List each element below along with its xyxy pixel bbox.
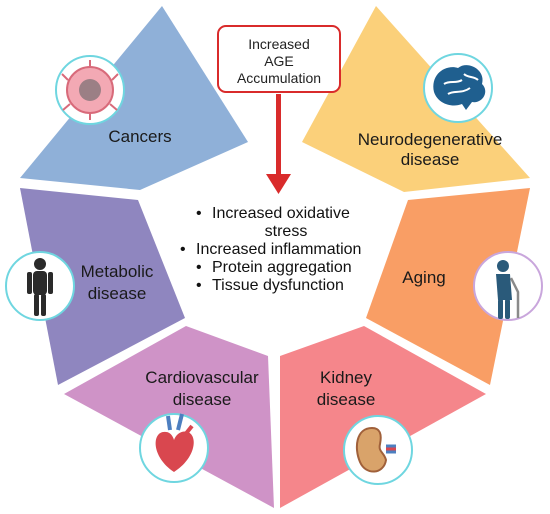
label-kidney-1: Kidney (320, 368, 372, 387)
bullet-dot: • (196, 205, 202, 222)
tumor-icon (55, 55, 125, 125)
bullet-dot: • (196, 259, 202, 276)
label-kidney-2: disease (317, 390, 376, 409)
label-neurodegenerative-1: Neurodegenerative (358, 130, 503, 149)
effect-item: Increased inflammation (196, 241, 361, 258)
heart-icon (139, 413, 209, 483)
age-accumulation-box (217, 25, 341, 93)
segment-cancers (20, 6, 248, 190)
effect-item-continued: stress (265, 223, 308, 240)
bullet-dot: • (196, 277, 202, 294)
brain-icon (423, 53, 493, 123)
effect-item: Protein aggregation (212, 259, 352, 276)
label-cardiovascular-2: disease (173, 390, 232, 409)
effect-item: Increased oxidative (212, 205, 350, 222)
elderly-person-icon (473, 251, 543, 321)
label-metabolic-2: disease (88, 284, 147, 303)
box-line-1: Increased (248, 36, 309, 52)
label-aging: Aging (402, 268, 445, 287)
label-cancers: Cancers (108, 127, 171, 146)
segment-neurodegenerative (302, 6, 530, 192)
segment-aging (366, 188, 530, 385)
label-metabolic-1: Metabolic (81, 262, 154, 281)
label-neurodegenerative-2: disease (401, 150, 460, 169)
kidney-icon (343, 415, 413, 485)
human-body-icon (5, 251, 75, 321)
down-arrow-icon (266, 94, 291, 194)
label-cardiovascular-1: Cardiovascular (145, 368, 259, 387)
box-line-3: Accumulation (237, 70, 321, 86)
box-line-2: AGE (264, 53, 294, 69)
segment-metabolic (20, 188, 185, 385)
effects-list: • Increased oxidative stress • Increased… (180, 205, 361, 294)
bullet-dot: • (180, 241, 186, 258)
effect-item: Tissue dysfunction (212, 277, 344, 294)
